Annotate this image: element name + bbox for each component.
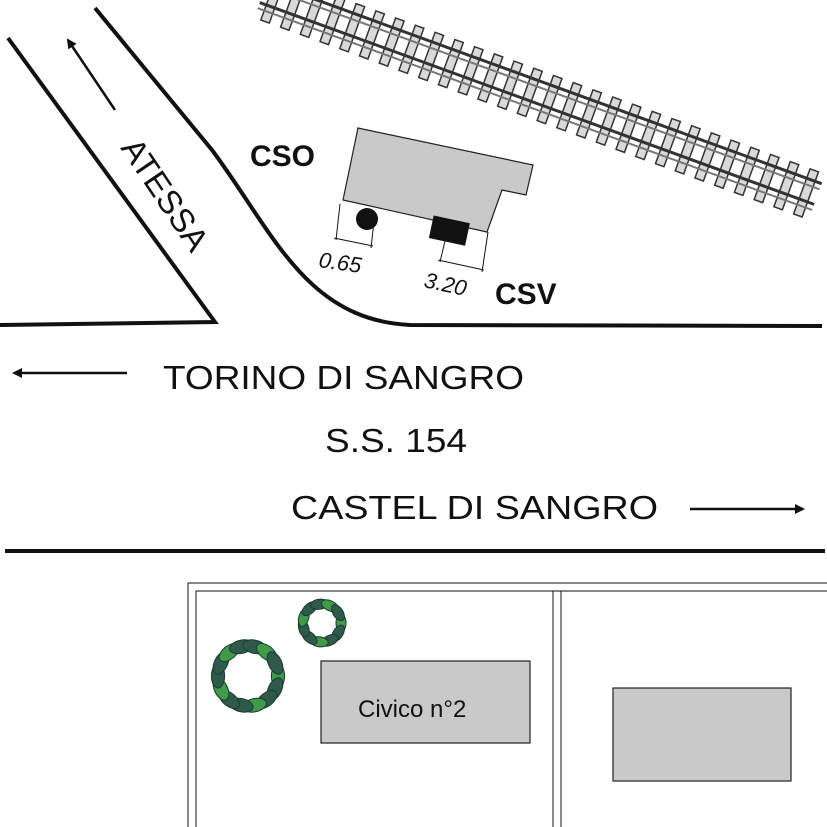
cso-label: CSO (250, 140, 315, 173)
civico-2-building (320, 660, 531, 744)
csv-marker (428, 215, 470, 246)
station-building (333, 127, 534, 273)
parcel-inner-boundary (195, 590, 827, 827)
railway-track-icon (257, 0, 823, 218)
cso-dimension-value: 0.65 (317, 247, 364, 278)
tree-canopy-icon (297, 598, 347, 648)
neighbor-building (612, 687, 792, 782)
atessa-road-inner-edge (93, 6, 823, 328)
parcel-outer-boundary (187, 582, 827, 827)
tree-canopy-icon (210, 639, 286, 713)
atessa-road-label: ATESSA (114, 131, 216, 258)
castel-direction-label: CASTEL DI SANGRO (291, 489, 658, 526)
csv-dimension-value: 3.20 (422, 267, 470, 301)
csv-dimension (437, 231, 489, 273)
civico-2-label: Civico n°2 (358, 696, 466, 723)
cso-dimension (333, 203, 376, 249)
cso-marker (356, 208, 378, 230)
road-network (0, 6, 825, 553)
torino-direction-label: TORINO DI SANGRO (163, 359, 524, 396)
parcels (187, 582, 827, 827)
csv-label: CSV (495, 278, 557, 311)
road-number-label: S.S. 154 (325, 422, 467, 459)
atessa-road-outer-edge (0, 36, 219, 327)
arrow-up-left-icon (66, 38, 117, 111)
